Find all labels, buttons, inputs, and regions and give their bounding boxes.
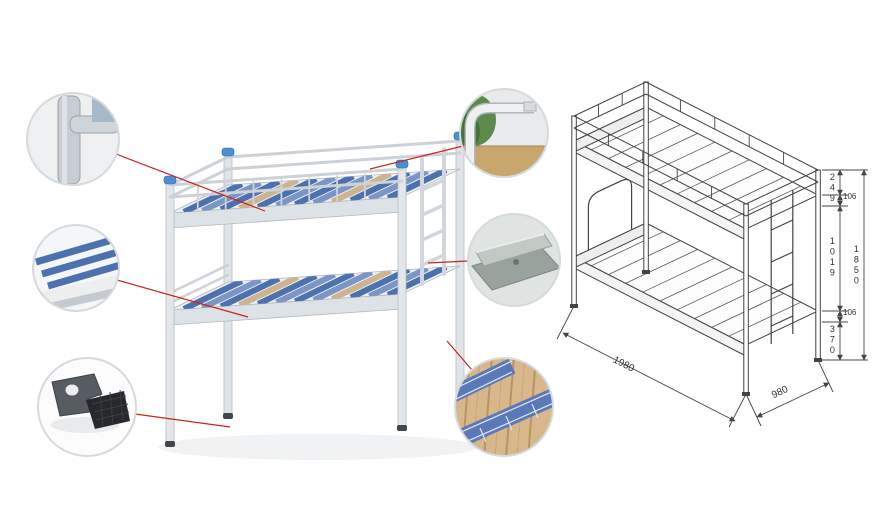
callout-bunk-corner-slat <box>32 224 120 312</box>
callout-wood-slat-strap <box>454 357 554 457</box>
callout-frame-corner-joint <box>26 92 120 186</box>
dim-label-upper-frame: 106 <box>843 192 857 201</box>
dim-label-overall-height: 1850 <box>851 244 862 286</box>
tech-lower-bunk <box>572 222 820 357</box>
dimension-lines <box>556 169 868 428</box>
post-front-right <box>397 163 407 430</box>
callout-line-2 <box>116 279 249 318</box>
callout-lines <box>115 145 473 428</box>
guard-rails-back <box>226 139 462 171</box>
callout-plastic-foot-connector <box>37 357 137 457</box>
tech-end-guard-loop <box>587 178 633 250</box>
callout-line-1 <box>115 153 266 212</box>
ladder <box>420 147 446 286</box>
callout-line-4 <box>369 145 464 170</box>
callout-guard-rail-tube <box>459 88 549 178</box>
callout-line-3 <box>134 413 231 428</box>
tech-ladder <box>770 190 794 344</box>
guard-rail-spindles <box>196 173 366 212</box>
lower-bunk <box>169 265 461 326</box>
upper-slats <box>182 169 448 213</box>
guard-rails-front <box>168 155 404 199</box>
callout-line-5 <box>427 260 469 264</box>
post-front-left <box>165 179 175 446</box>
floor-shadow <box>158 434 478 460</box>
dim-label-lower-frame: 106 <box>843 308 857 317</box>
tech-top-rail-balusters <box>598 93 785 199</box>
dim-label-guard-height: 249 <box>827 172 838 204</box>
post-back-right <box>455 135 465 402</box>
lower-end-rails <box>168 263 230 305</box>
dim-label-clearance: 370 <box>827 324 838 356</box>
bunk-bed-photo <box>158 131 478 460</box>
upper-bunk <box>169 168 461 229</box>
callout-frame-bracket <box>467 213 561 307</box>
dim-label-bunk-gap: 1019 <box>827 236 838 278</box>
tech-top-rails <box>573 81 819 217</box>
callout-line-6 <box>446 340 473 371</box>
tech-upper-bunk <box>572 106 820 241</box>
dimension-drawing <box>570 81 822 396</box>
